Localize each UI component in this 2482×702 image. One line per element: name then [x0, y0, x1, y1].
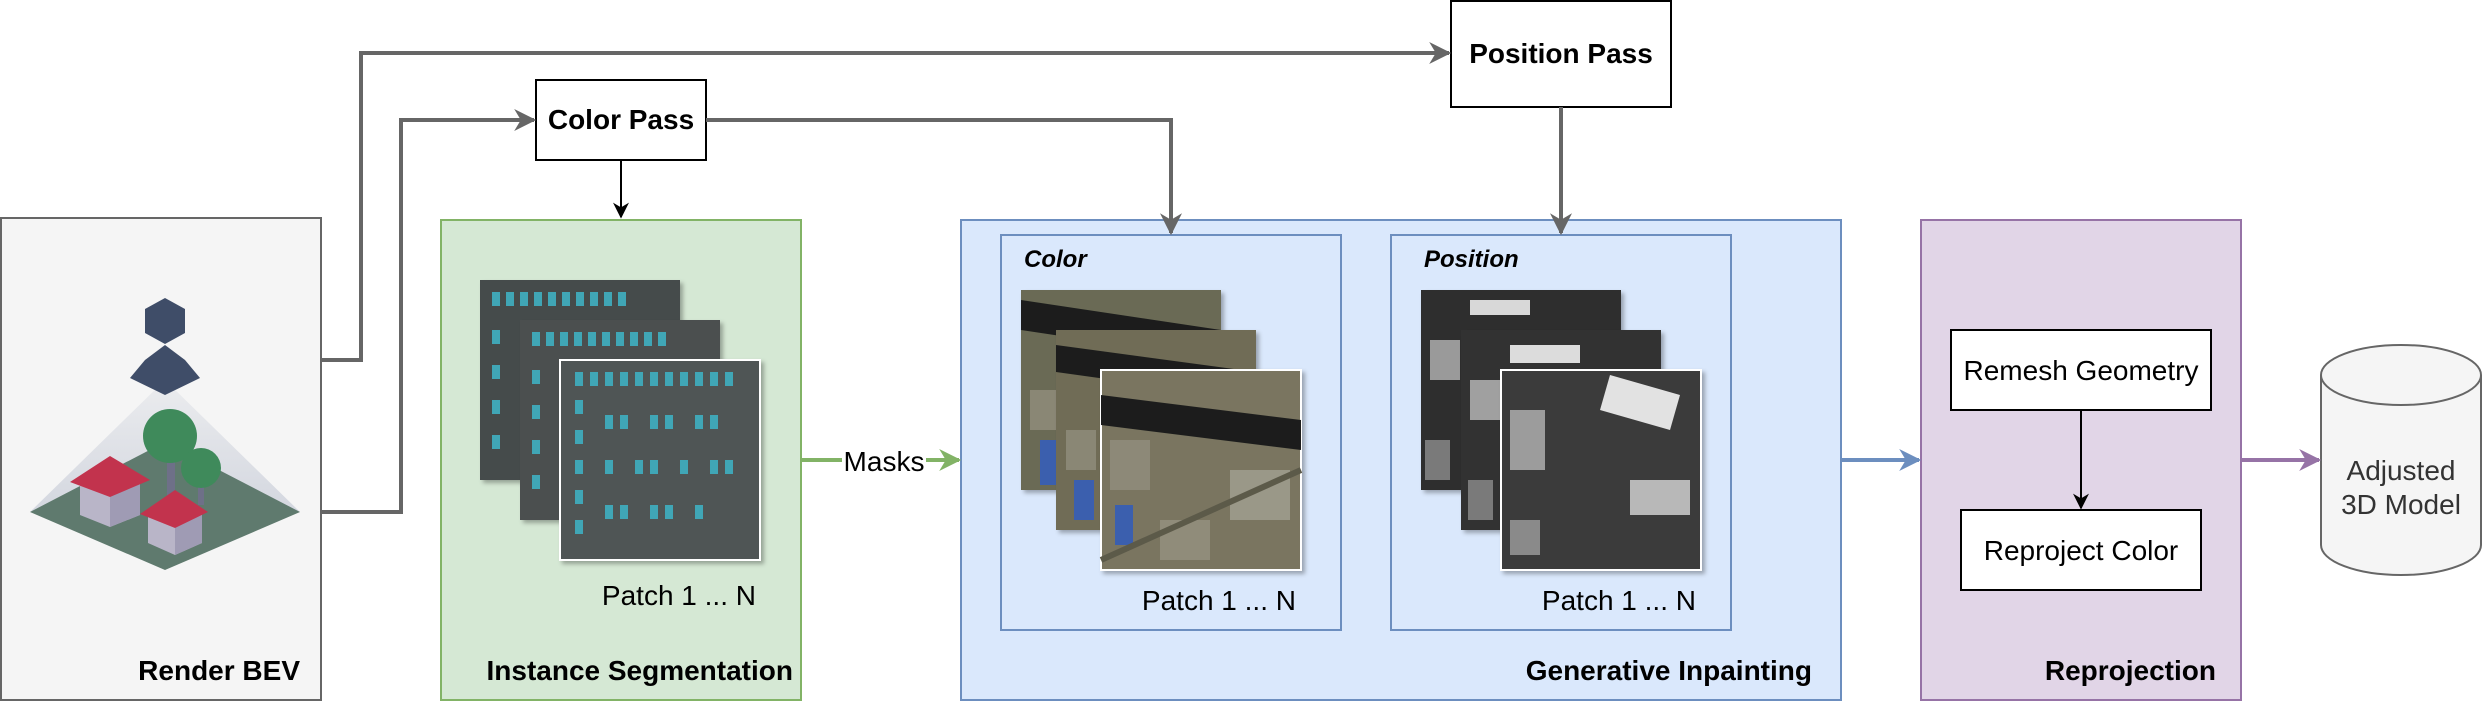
reprojection-box: Remesh Geometry Reproject Color Reprojec… [1920, 219, 2242, 701]
render-to-position-pass-arrow [321, 42, 1452, 362]
render-bev-label: Render BEV [138, 655, 300, 686]
render-to-color-pass-arrow [321, 109, 537, 514]
render-bev-box: Render BEV [0, 217, 322, 701]
color-panel: Color [1000, 234, 1342, 631]
position-panel-title: Position [1424, 246, 1519, 273]
reprojection-label: Reprojection [2045, 655, 2216, 686]
tree-icon [143, 409, 197, 463]
generative-inpainting-label: Generative Inpainting [1526, 655, 1812, 686]
camera-icon [145, 298, 185, 344]
position-patches-label: Patch 1 ... N [1542, 585, 1696, 616]
house-icon [70, 456, 150, 527]
remesh-geometry-label: Remesh Geometry [1964, 355, 2199, 386]
reproject-color-node: Reproject Color [1960, 509, 2202, 591]
output-label-line2: 3D Model [2341, 489, 2461, 520]
house-icon [140, 490, 208, 555]
output-cylinder: Adjusted 3D Model [2320, 344, 2482, 576]
output-label-line1: Adjusted [2347, 455, 2456, 486]
position-panel: Position [1390, 234, 1732, 631]
position-pass-box: Position Pass [1450, 0, 1672, 108]
position-pass-label: Position Pass [1469, 38, 1653, 69]
instance-segmentation-label: Instance Segmentation [486, 655, 793, 686]
masks-label: Masks [844, 446, 925, 477]
scene-illustration [30, 298, 300, 570]
position-patch-stack [1421, 290, 1702, 571]
segmentation-patches-label: Patch 1 ... N [602, 580, 756, 611]
instance-segmentation-box: Patch 1 ... N Instance Segmentation [440, 219, 802, 701]
color-pass-box: Color Pass [535, 79, 707, 161]
generative-inpainting-box: Color [960, 219, 1842, 701]
color-pass-to-color-panel-arrow [706, 118, 1182, 236]
color-patch-stack [1021, 290, 1303, 571]
segmentation-patch-stack [480, 280, 761, 561]
remesh-geometry-node: Remesh Geometry [1950, 329, 2212, 411]
color-pass-label: Color Pass [548, 104, 694, 135]
color-panel-title: Color [1024, 246, 1088, 273]
reproject-color-label: Reproject Color [1984, 535, 2179, 566]
tree-icon [181, 448, 221, 488]
color-patches-label: Patch 1 ... N [1142, 585, 1296, 616]
